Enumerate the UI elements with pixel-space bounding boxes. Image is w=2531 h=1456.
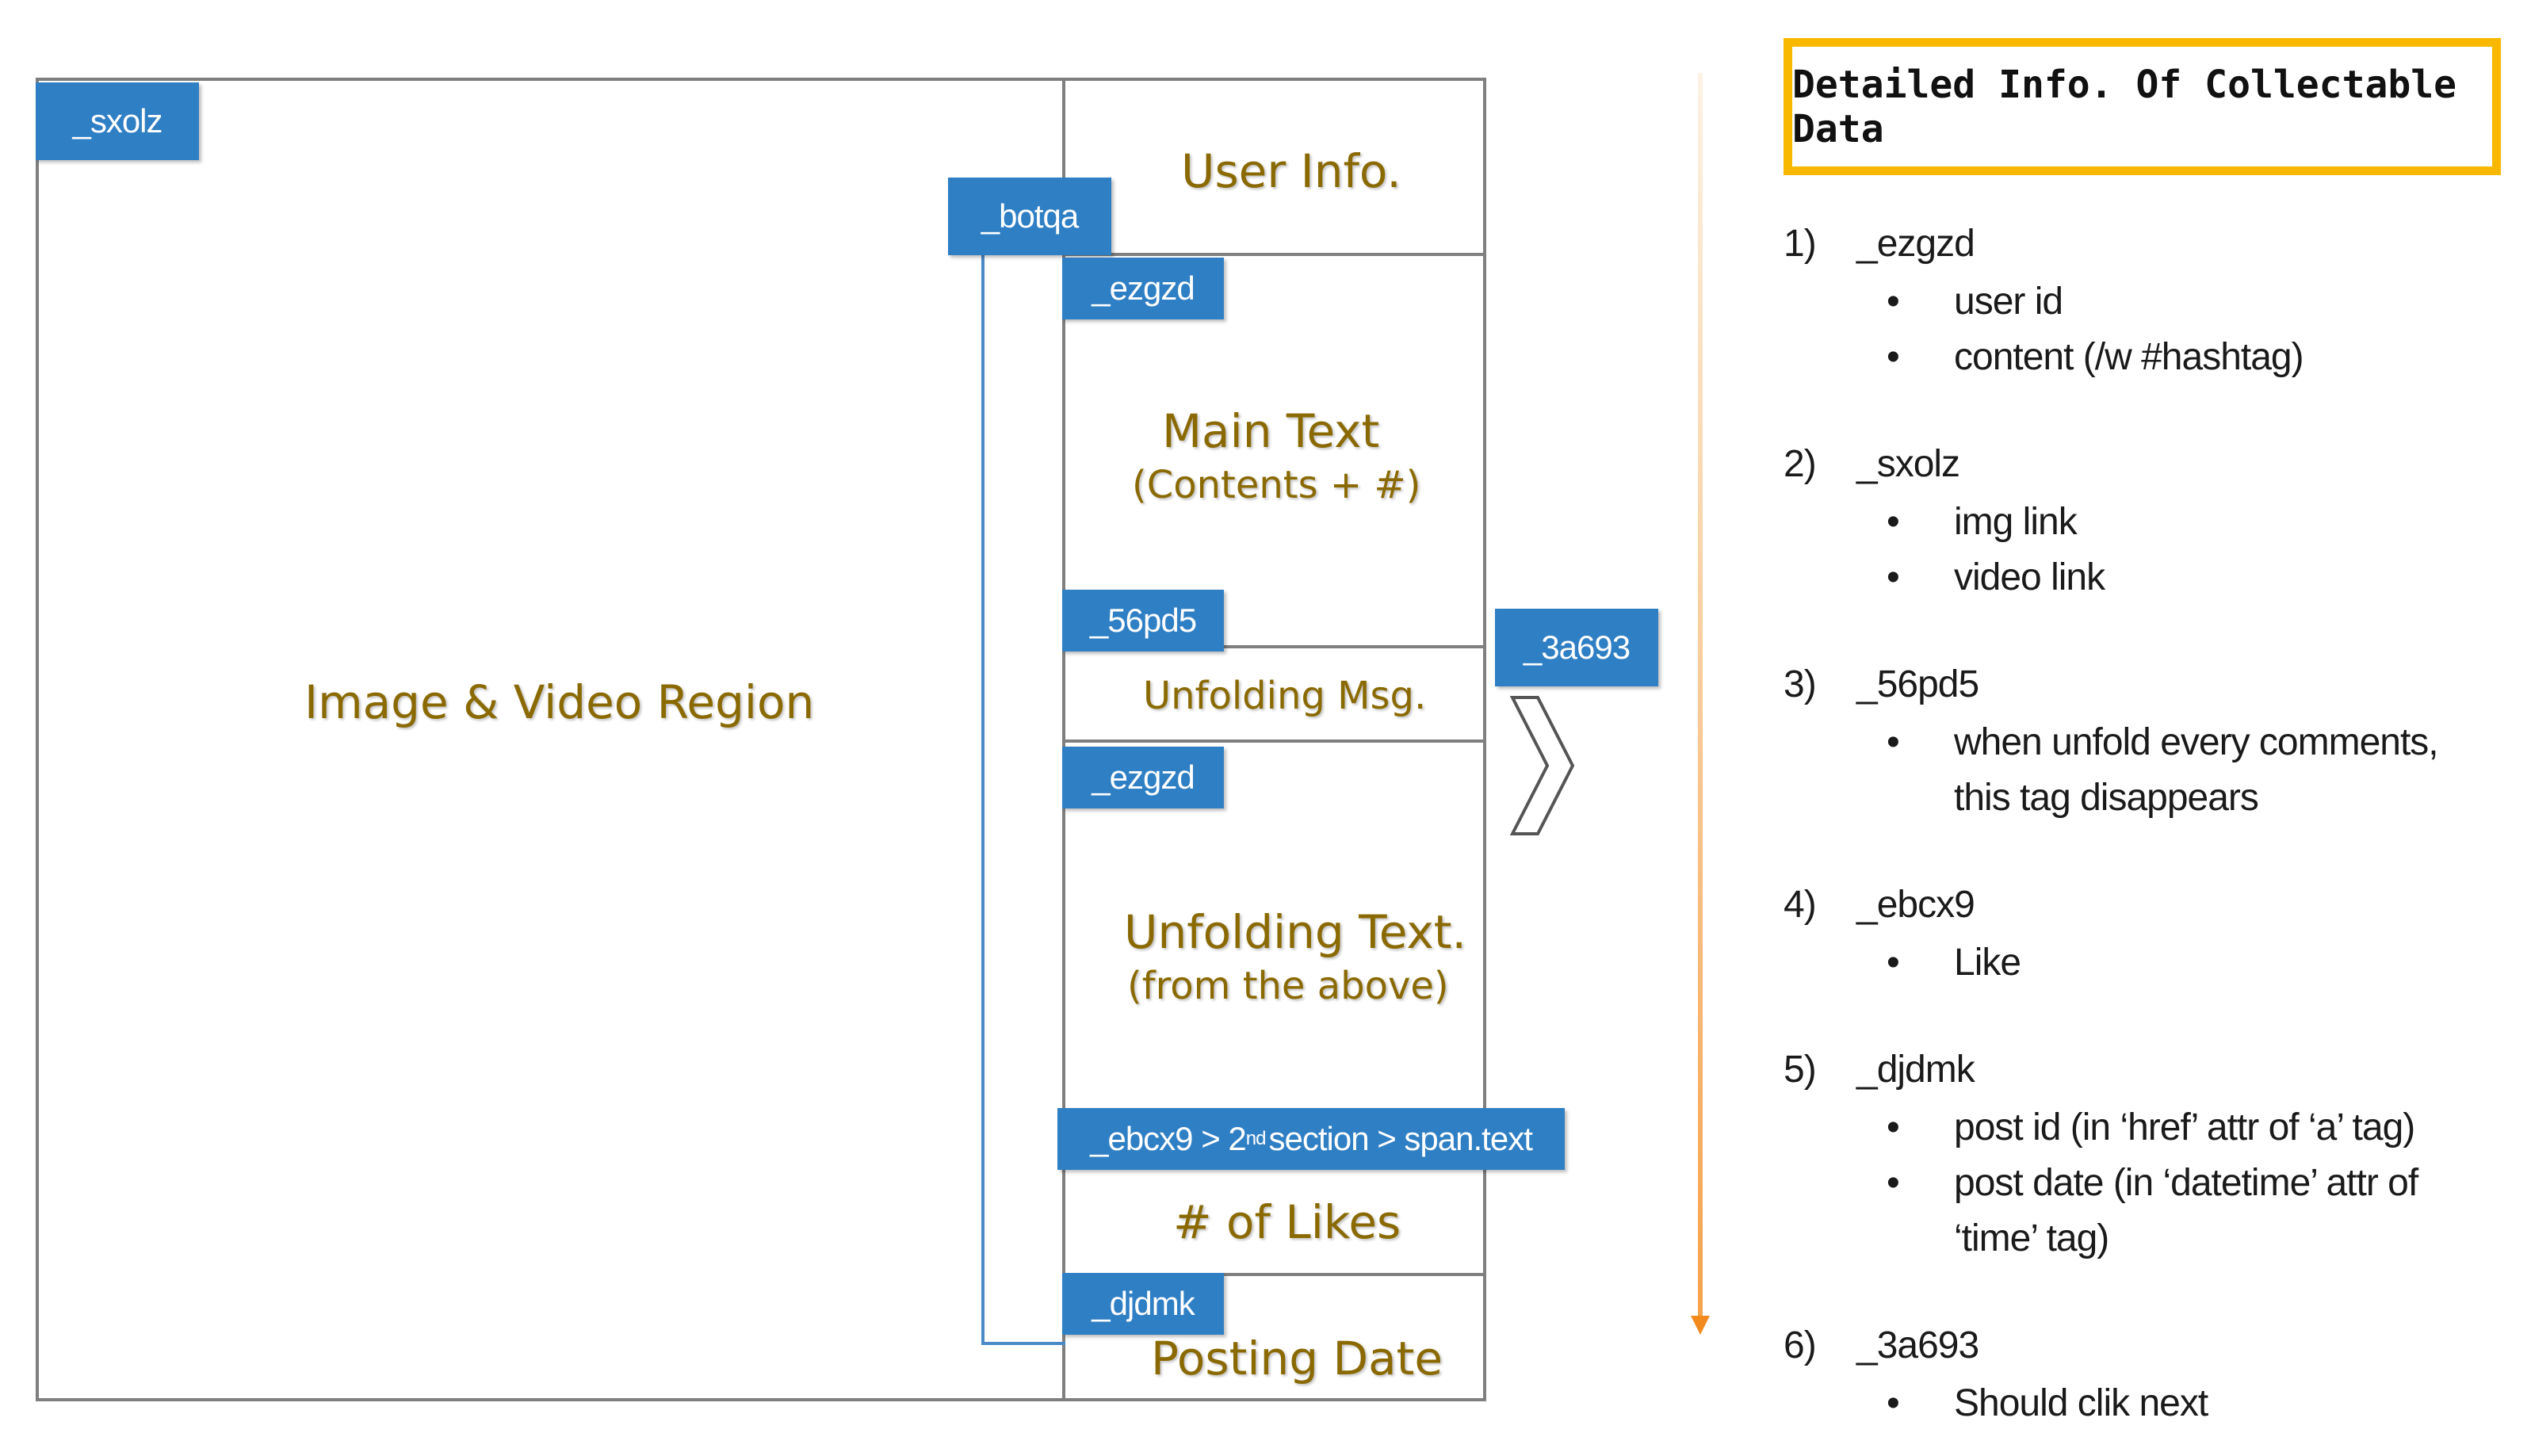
separator-user-info	[1062, 253, 1486, 256]
info-item-3: 3) _56pd5 • when unfold every comments, th…	[1784, 655, 2439, 826]
unfolding-text-label: Unfolding Text.	[1124, 905, 1466, 959]
info-bullet: Should clik next	[1954, 1382, 2208, 1424]
bullet-icon: •	[1887, 1106, 1900, 1148]
tag-botqa: _botqa	[948, 178, 1111, 255]
info-item-number: 5)	[1784, 1049, 1817, 1091]
info-bullet-continued: this tag disappears	[1954, 777, 2259, 819]
info-item-number: 4)	[1784, 884, 1817, 926]
tag-56pd5: _56pd5	[1062, 590, 1224, 652]
user-info-label: User Info.	[1181, 144, 1401, 198]
info-bullet: video link	[1954, 556, 2105, 598]
info-item-1: 1) _ezgzd • user id • content (/w #hashtag)	[1784, 214, 2304, 385]
next-chevron-icon	[1509, 696, 1575, 835]
bullet-icon: •	[1887, 721, 1900, 763]
info-item-number: 2)	[1784, 443, 1817, 485]
info-item-number: 3)	[1784, 663, 1817, 705]
image-video-region-label: Image & Video Region	[304, 675, 815, 729]
timeline-line	[1698, 73, 1703, 1325]
info-bullet: Like	[1954, 942, 2021, 984]
bullet-icon: •	[1887, 942, 1900, 984]
likes-label: # of Likes	[1173, 1195, 1401, 1249]
tag-3a693: _3a693	[1495, 609, 1658, 686]
unfolding-text-sub-label: (from the above)	[1127, 964, 1449, 1008]
info-item-6: 6) _3a693 • Should clik next	[1784, 1316, 2208, 1431]
bullet-icon: •	[1887, 556, 1900, 598]
unfolding-msg-label: Unfolding Msg.	[1143, 674, 1427, 718]
info-bullet: post date (in ‘datetime’ attr of	[1954, 1162, 2418, 1204]
bullet-icon: •	[1887, 1162, 1900, 1204]
separator-likes	[1062, 1273, 1486, 1276]
tag-ebcx9-ordinal: nd	[1245, 1128, 1267, 1149]
separator-unfolding-msg	[1062, 739, 1486, 743]
info-bullet: when unfold every comments,	[1954, 721, 2439, 763]
tag-djdmk: _djdmk	[1062, 1273, 1224, 1335]
info-item-name: _56pd5	[1856, 663, 1979, 705]
info-bullet: user id	[1954, 281, 2063, 323]
tag-ebcx9-post: section > span.text	[1268, 1120, 1532, 1157]
tag-ebcx9-pre: _ebcx9 > 2	[1090, 1120, 1247, 1157]
info-item-2: 2) _sxolz • img link • video link	[1784, 434, 2105, 606]
info-bullet: img link	[1954, 501, 2078, 543]
tag-ezgzd-unfolding: _ezgzd	[1062, 747, 1224, 808]
info-title-box: Detailed Info. Of Collectable Data	[1784, 38, 2501, 175]
separator-main-text	[1062, 645, 1486, 648]
tag-sxolz: _sxolz	[36, 82, 199, 160]
info-bullet: post id (in ‘href’ attr of ‘a’ tag)	[1954, 1106, 2415, 1148]
info-item-name: _ebcx9	[1856, 884, 1975, 926]
info-item-name: _djdmk	[1856, 1049, 1975, 1091]
info-item-number: 1)	[1784, 223, 1817, 265]
timeline-arrow-icon	[1691, 1316, 1710, 1335]
info-item-name: _3a693	[1856, 1324, 1979, 1366]
bullet-icon: •	[1887, 1382, 1900, 1424]
info-item-name: _sxolz	[1856, 443, 1960, 485]
bullet-icon: •	[1887, 281, 1900, 323]
info-item-name: _ezgzd	[1856, 223, 1975, 265]
bullet-icon: •	[1887, 501, 1900, 543]
info-item-4: 4) _ebcx9 • Like	[1784, 875, 2021, 991]
info-bullet: content (/w #hashtag)	[1954, 336, 2304, 378]
info-item-number: 6)	[1784, 1324, 1817, 1366]
tag-ezgzd-main: _ezgzd	[1062, 258, 1224, 319]
botqa-bracket	[981, 250, 1065, 1345]
bullet-icon: •	[1887, 336, 1900, 378]
main-text-sub-label: (Contents + #)	[1132, 463, 1421, 507]
posting-date-label: Posting Date	[1151, 1332, 1443, 1385]
info-item-5: 5) _djdmk • post id (in ‘href’ attr of ‘a’…	[1784, 1040, 2418, 1267]
info-bullet-continued: ‘time’ tag)	[1954, 1217, 2109, 1259]
main-text-label: Main Text	[1162, 404, 1380, 458]
